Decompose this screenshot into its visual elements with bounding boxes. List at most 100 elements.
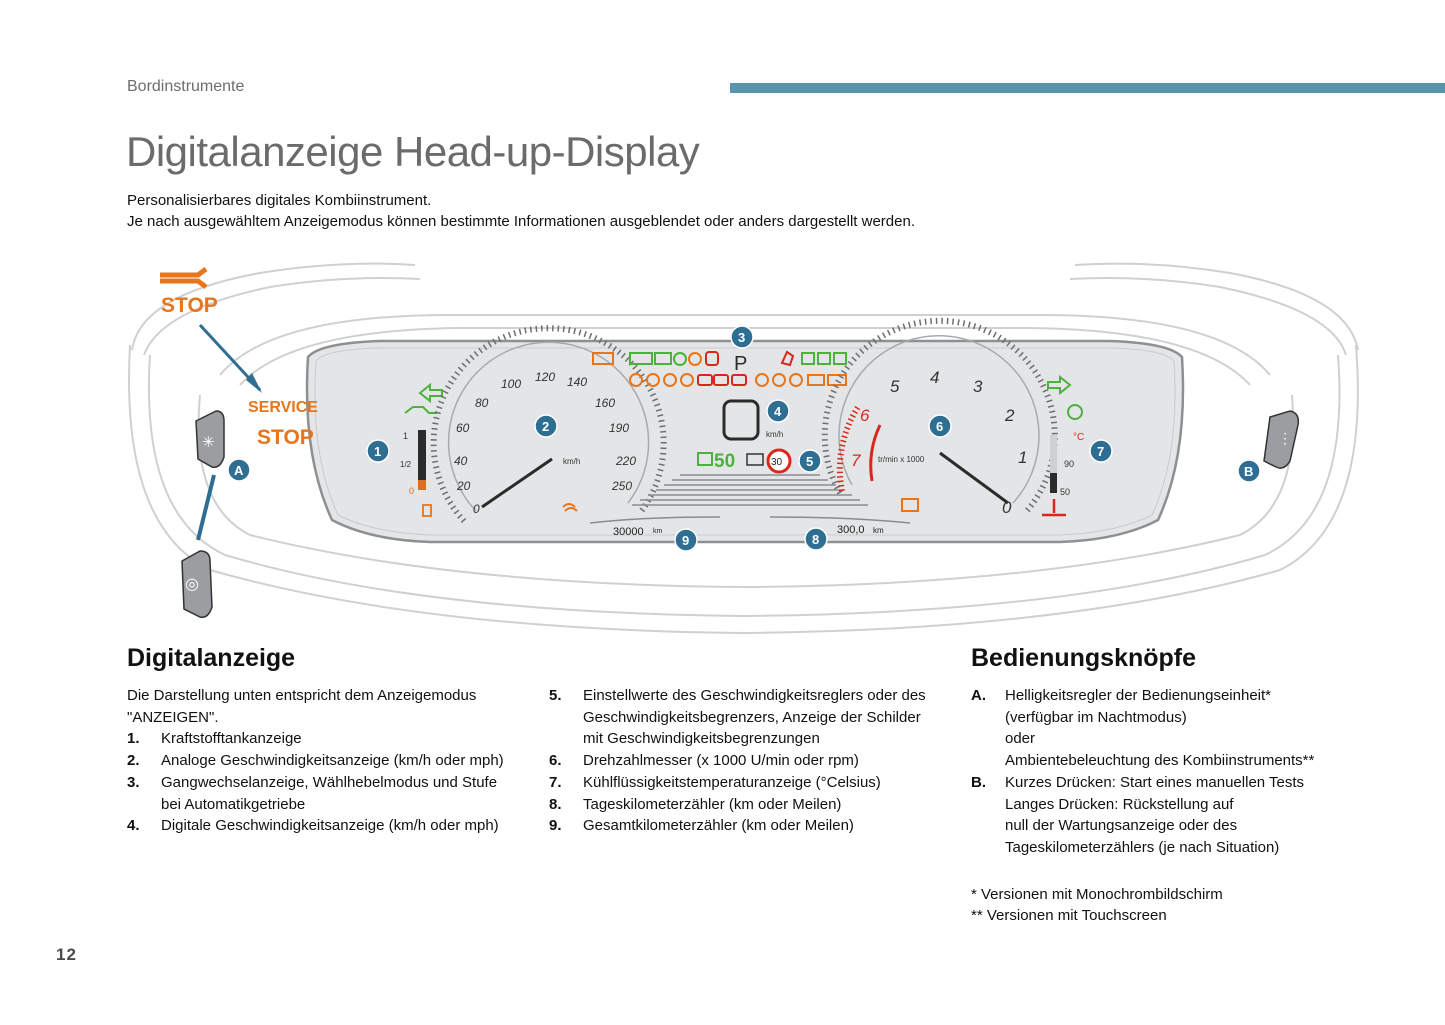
trip-odometer-unit: km <box>873 526 884 535</box>
warning-lights-top-row <box>592 350 847 367</box>
list-item: 4.Digitale Geschwindigkeitsanzeige (km/h… <box>127 817 499 835</box>
cruise-control-icon <box>697 452 713 466</box>
turn-left-indicator-icon <box>418 382 443 404</box>
coolant-temp-icon <box>1042 499 1066 517</box>
warning-lights-bottom-row <box>629 373 847 387</box>
fuel-label-full: 1 <box>403 431 408 441</box>
wrench-icon <box>160 267 208 289</box>
auto-stop-start-icon <box>1067 404 1083 420</box>
brightness-icon: ✳ <box>202 434 215 451</box>
fuel-gauge: 1 1/2 0 <box>400 430 432 517</box>
digitalanzeige-heading: Digitalanzeige <box>127 644 296 672</box>
rpm-tick-1: 1 <box>1018 448 1027 467</box>
footnote-2: ** Versionen mit Touchscreen <box>971 907 1167 924</box>
speed-tick-190: 190 <box>609 421 629 435</box>
door-open-icon <box>901 498 919 512</box>
svg-text:4: 4 <box>774 404 782 419</box>
total-odometer-value: 30000 <box>613 526 644 538</box>
service-label: SERVICE <box>248 399 318 416</box>
rpm-tick-3: 3 <box>973 377 983 396</box>
digital-speed-unit: km/h <box>766 430 783 439</box>
callout-7: 7 <box>1089 439 1113 463</box>
speed-tick-250: 250 <box>611 479 632 493</box>
speed-needle <box>481 457 553 509</box>
intro-line-2: Je nach ausgewähltem Anzeigemodus können… <box>127 213 915 230</box>
lane-keeping-icon <box>404 406 437 414</box>
list-item: 5.Einstellwerte des Geschwindigkeitsregl… <box>549 687 926 748</box>
fuel-pump-icon <box>422 504 432 517</box>
speed-tick-20: 20 <box>456 479 471 493</box>
callout-9: 9 <box>674 528 698 552</box>
svg-text:8: 8 <box>812 532 819 547</box>
list-item: 9.Gesamtkilometerzähler (km oder Meilen) <box>549 817 854 835</box>
temp-label-50: 50 <box>1060 487 1070 497</box>
svg-text:6: 6 <box>936 419 943 434</box>
speed-tick-40: 40 <box>454 454 468 468</box>
digital-speed-box <box>722 399 760 441</box>
speed-tick-120: 120 <box>535 370 555 384</box>
callout-1: 1 <box>366 439 390 463</box>
speed-tick-140: 140 <box>567 375 587 389</box>
page-number: 12 <box>56 945 77 964</box>
speedometer: 0 20 40 60 80 100 120 140 160 190 220 25… <box>430 325 667 524</box>
warning-stop-label: STOP <box>161 294 218 317</box>
speed-limit-value: 30 <box>771 457 783 468</box>
speed-memory-icon <box>746 453 764 466</box>
bedienung-column: A. Helligkeitsregler der Bedienungseinhe… <box>971 685 1391 859</box>
list-item: 7.Kühlflüssigkeitstemperaturanzeige (°Ce… <box>549 773 881 791</box>
list-item: 3.Gangwechselanzeige, Wählhebelmodus und… <box>127 773 498 813</box>
digitalanzeige-left-column: Die Darstellung unten entspricht dem Anz… <box>127 685 517 837</box>
svg-text:A: A <box>234 463 244 478</box>
list-item: 1.Kraftstofftankanzeige <box>127 730 302 748</box>
svg-text:5: 5 <box>806 454 813 469</box>
section-label: Bordinstrumente <box>127 78 245 95</box>
svg-text:3: 3 <box>738 330 745 345</box>
rpm-tick-5: 5 <box>890 377 900 396</box>
page-title: Digitalanzeige Head-up-Display <box>126 128 700 175</box>
list-item: B. Kurzes Drücken: Start eines manuellen… <box>971 773 1305 856</box>
callout-5: 5 <box>798 449 822 473</box>
list-item: 2.Analoge Geschwindigkeitsanzeige (km/h … <box>127 752 504 770</box>
rpm-tick-2: 2 <box>1004 406 1015 425</box>
total-odometer-unit: km <box>653 528 663 535</box>
list-item: 6.Drehzahlmesser (x 1000 U/min oder rpm) <box>549 752 859 770</box>
speed-limit-sign-icon <box>766 448 792 474</box>
speed-tick-220: 220 <box>615 454 636 468</box>
coolant-temp-gauge: °C 90 50 <box>1042 432 1084 517</box>
callout-A: A <box>227 458 251 482</box>
cluster-screen <box>305 339 1185 544</box>
digitalanzeige-intro: Die Darstellung unten entspricht dem Anz… <box>127 687 477 726</box>
speed-tick-80: 80 <box>475 396 489 410</box>
callout-2: 2 <box>534 414 558 438</box>
rpm-tick-6: 6 <box>860 406 870 425</box>
temp-label-unit: °C <box>1073 432 1084 443</box>
trip-reset-button[interactable] <box>1263 410 1300 469</box>
rpm-tick-0: 0 <box>1002 498 1012 517</box>
callout-6: 6 <box>928 414 952 438</box>
intro-line-1: Personalisierbares digitales Kombiinstru… <box>127 192 432 209</box>
brightness-button[interactable] <box>195 410 225 469</box>
fog-light-icon <box>562 503 578 512</box>
svg-text:7: 7 <box>1097 444 1104 459</box>
bedienung-heading: Bedienungsknöpfe <box>971 644 1197 672</box>
fuel-label-half: 1/2 <box>400 460 412 469</box>
svg-text:2: 2 <box>542 419 549 434</box>
rpm-tick-4: 4 <box>930 368 939 387</box>
cruise-speed-value: 50 <box>714 451 735 472</box>
footnote-1: * Versionen mit Monochrombildschirm <box>971 886 1223 903</box>
ambient-light-button[interactable] <box>181 550 213 619</box>
instrument-cluster-figure: 1 1/2 0 0 20 40 60 80 100 120 140 160 19… <box>128 262 1359 635</box>
trip-reset-icon: ⋮ <box>1278 430 1292 446</box>
footnotes: * Versionen mit Monochrombildschirm ** V… <box>971 884 1223 926</box>
svg-text:B: B <box>1244 464 1253 479</box>
speed-unit-label: km/h <box>563 457 580 466</box>
road-graphic <box>632 474 868 506</box>
turn-right-indicator-icon <box>1047 374 1072 396</box>
speed-tick-60: 60 <box>456 421 470 435</box>
rpm-tick-7: 7 <box>851 451 861 470</box>
ambient-light-icon: ◎ <box>185 576 199 593</box>
speed-tick-0: 0 <box>473 502 480 516</box>
list-item: A. Helligkeitsregler der Bedienungseinhe… <box>971 687 1315 770</box>
speed-tick-160: 160 <box>595 396 615 410</box>
tachometer: 0 1 2 3 4 5 6 7 tr/min x 1000 <box>821 317 1058 517</box>
